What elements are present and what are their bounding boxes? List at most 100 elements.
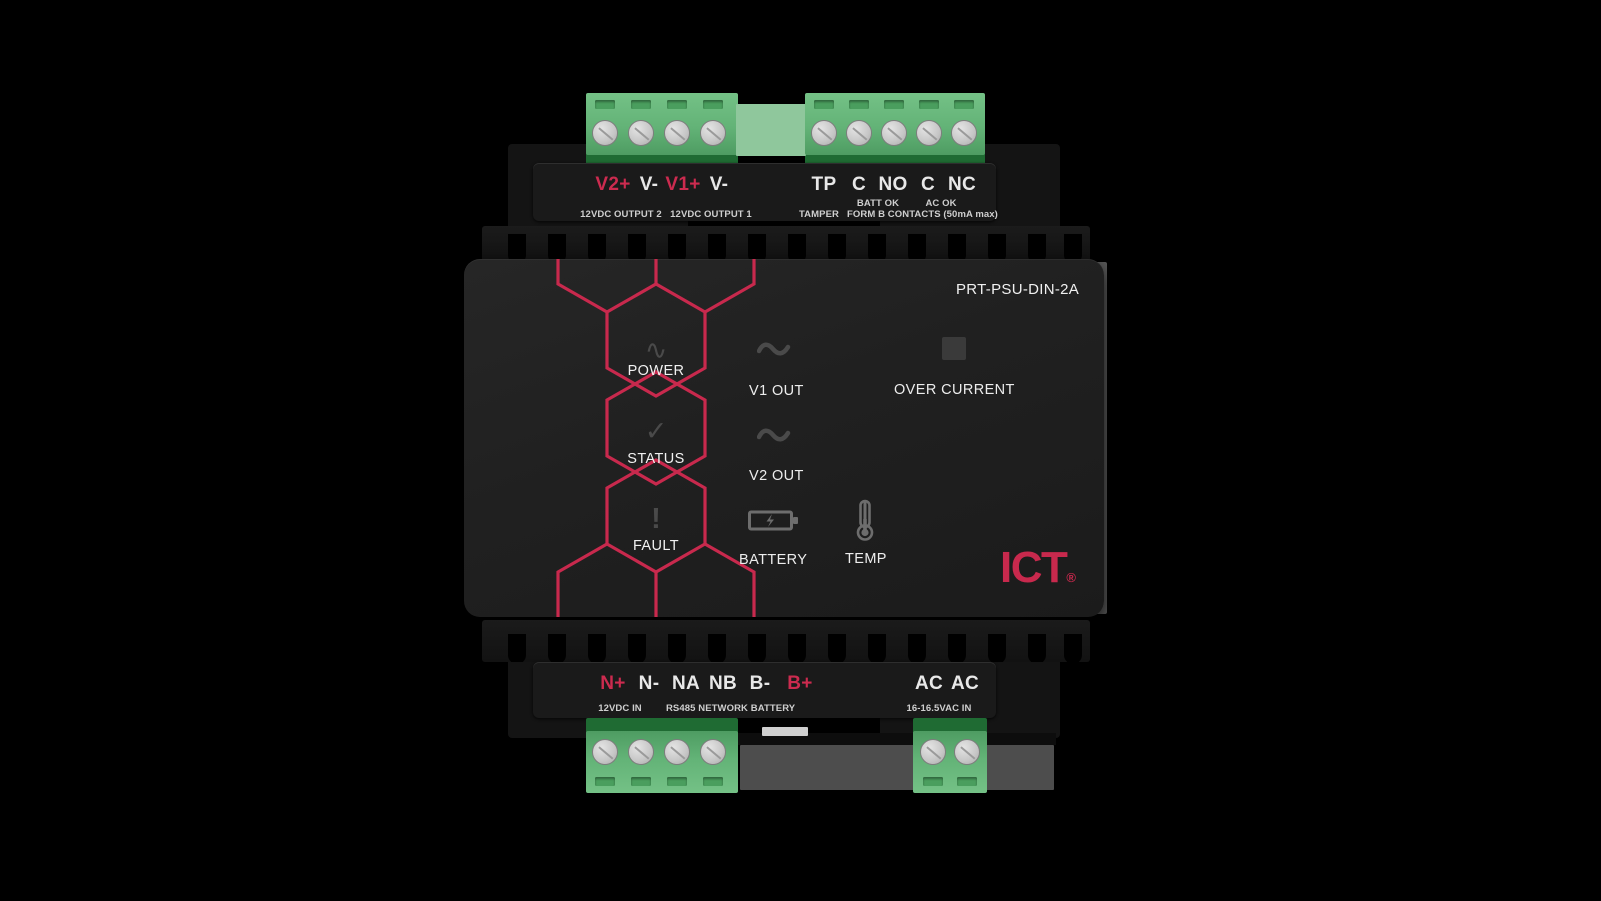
terminal-screw[interactable] <box>916 120 942 146</box>
terminal-label-v1plus: V1+ <box>665 174 701 195</box>
wire-slot <box>957 777 977 786</box>
terminal-label-v2plus: V2+ <box>595 174 631 195</box>
terminal-label-ac-2: AC <box>950 673 980 694</box>
vent-tooth <box>548 234 566 264</box>
terminal-label-vminus-1: V- <box>709 174 729 195</box>
terminal-screw[interactable] <box>700 739 726 765</box>
vent-tooth <box>988 234 1006 264</box>
vent-tooth <box>748 234 766 264</box>
hex-label-power: POWER <box>627 363 685 379</box>
top-connector-block-right[interactable] <box>805 93 985 155</box>
wire-slot <box>703 777 723 786</box>
thermometer-icon <box>856 499 874 541</box>
caption-12vdc-output-2: 12VDC OUTPUT 2 <box>580 209 662 220</box>
exclamation-icon: ! <box>651 503 661 535</box>
vent-tooth <box>908 234 926 264</box>
vent-tooth <box>508 234 526 264</box>
device-front-panel: ∿ POWER ✓ STATUS ! FAULT PRT-PSU-DIN-2A … <box>464 259 1104 617</box>
terminal-label-nplus: N+ <box>600 673 626 694</box>
wire-slot <box>849 100 869 109</box>
terminal-label-nb: NB <box>708 673 738 694</box>
vent-tooth <box>1028 634 1046 662</box>
caption-battery: BATTERY <box>750 703 796 714</box>
terminal-screw[interactable] <box>592 120 618 146</box>
bottom-connector-block-left[interactable] <box>586 731 738 793</box>
wire-slot <box>667 100 687 109</box>
top-connector-block-left[interactable] <box>586 93 738 155</box>
terminal-screw[interactable] <box>628 120 654 146</box>
led-label-v1-out: V1 OUT <box>749 383 804 399</box>
wire-slot <box>667 777 687 786</box>
vent-tooth <box>708 234 726 264</box>
connector-spacer-top <box>736 104 806 156</box>
terminal-label-c-ac: C <box>920 174 936 195</box>
terminal-label-c-batt: C <box>851 174 867 195</box>
vent-tooth <box>628 634 646 662</box>
caption-12vdc-output-1: 12VDC OUTPUT 1 <box>670 209 752 220</box>
wire-slot <box>595 777 615 786</box>
terminal-screw[interactable] <box>951 120 977 146</box>
terminal-label-bplus: B+ <box>787 673 813 694</box>
vent-tooth <box>788 634 806 662</box>
caption-ac-ok: AC OK <box>925 198 957 209</box>
caption-batt-ok: BATT OK <box>856 198 900 209</box>
terminal-screw[interactable] <box>881 120 907 146</box>
vent-tooth <box>748 634 766 662</box>
caption-12vdc-in: 12VDC IN <box>598 703 642 714</box>
top-terminal-label-strip: V2+ V- V1+ V- TP C NO C NC BATT OK AC OK… <box>533 163 998 221</box>
caption-form-b-contacts: FORM B CONTACTS (50mA max) <box>847 209 998 220</box>
led-label-battery: BATTERY <box>739 552 808 568</box>
vent-tooth <box>708 634 726 662</box>
vent-tooth <box>948 634 966 662</box>
terminal-label-na: NA <box>671 673 701 694</box>
vent-tooth <box>788 234 806 264</box>
terminal-label-no: NO <box>878 174 908 195</box>
terminal-screw[interactable] <box>811 120 837 146</box>
caption-rs485-network: RS485 NETWORK <box>665 703 749 714</box>
terminal-screw[interactable] <box>846 120 872 146</box>
sine-wave-icon <box>757 342 791 356</box>
wire-slot <box>631 777 651 786</box>
terminal-label-nc: NC <box>947 174 977 195</box>
vent-tooth <box>588 234 606 264</box>
registered-trademark-icon: ® <box>1066 570 1076 585</box>
led-label-temp: TEMP <box>845 551 887 567</box>
battery-charging-icon <box>748 510 798 531</box>
terminal-screw[interactable] <box>664 120 690 146</box>
wire-slot <box>631 100 651 109</box>
checkmark-icon: ✓ <box>644 416 668 446</box>
square-led-icon <box>942 337 966 360</box>
terminal-screw[interactable] <box>664 739 690 765</box>
sine-wave-icon: ∿ <box>644 335 668 365</box>
terminal-label-tp: TP <box>811 174 837 195</box>
wire-slot <box>703 100 723 109</box>
model-number: PRT-PSU-DIN-2A <box>956 281 1080 298</box>
terminal-screw[interactable] <box>700 120 726 146</box>
terminal-label-ac-1: AC <box>914 673 944 694</box>
din-rail-release-tab <box>762 727 808 736</box>
terminal-label-nminus: N- <box>638 673 660 694</box>
bottom-vent-band <box>482 620 1090 662</box>
bottom-connector-block-right[interactable] <box>913 731 987 793</box>
vent-tooth <box>908 634 926 662</box>
sine-wave-icon <box>757 428 791 442</box>
led-label-v2-out: V2 OUT <box>749 468 804 484</box>
vent-tooth <box>1064 234 1082 264</box>
caption-vac-in: 16-16.5VAC IN <box>906 703 972 714</box>
terminal-screw[interactable] <box>920 739 946 765</box>
vent-tooth <box>868 234 886 264</box>
bottom-terminal-label-strip: N+ N- NA NB B- B+ AC AC 12VDC IN RS485 N… <box>533 662 996 718</box>
vent-tooth <box>548 634 566 662</box>
terminal-screw[interactable] <box>954 739 980 765</box>
vent-tooth <box>668 634 686 662</box>
vent-tooth <box>948 234 966 264</box>
terminal-screw[interactable] <box>628 739 654 765</box>
wire-slot <box>919 100 939 109</box>
vent-tooth <box>868 634 886 662</box>
caption-tamper: TAMPER <box>798 209 839 220</box>
hex-label-fault: FAULT <box>632 538 680 554</box>
wire-slot <box>595 100 615 109</box>
terminal-screw[interactable] <box>592 739 618 765</box>
terminal-label-vminus-2: V- <box>639 174 659 195</box>
